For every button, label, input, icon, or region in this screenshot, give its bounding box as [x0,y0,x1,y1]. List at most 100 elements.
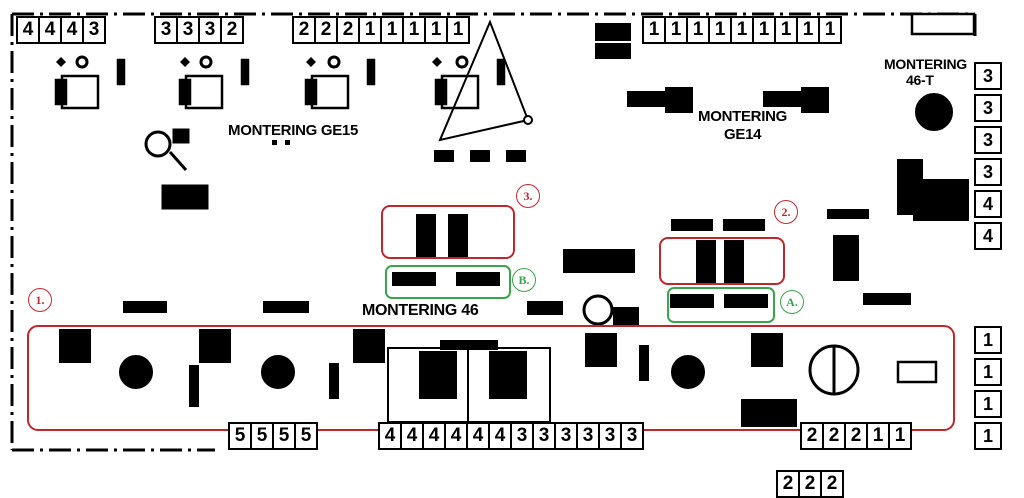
relay-k1 [54,58,126,110]
fuse-group-2 [696,240,744,284]
board-outline [10,12,977,452]
terminal-cell: 1 [730,16,754,44]
label-montering-ge14-line1: MONTERING [698,108,787,125]
relay-k4 [434,58,506,110]
terminal-cell: 2 [800,422,824,450]
terminal-cell: 1 [708,16,732,44]
label-montering-46: MONTERING 46 [362,302,479,319]
terminal-strip-right-lower: 1 1 1 1 [974,326,1002,454]
terminal-cell: 4 [466,422,490,450]
terminal-cell: 1 [974,358,1002,386]
region-3 [381,205,515,259]
terminal-cell: 2 [844,422,868,450]
callout-b: B. [512,268,536,292]
terminal-cell: 4 [16,16,40,44]
terminal-cell: 2 [336,16,360,44]
terminal-cell: 3 [974,126,1002,154]
terminal-cell: 1 [974,422,1002,450]
terminal-cell: 5 [272,422,296,450]
terminal-cell: 4 [974,222,1002,250]
terminal-cell: 1 [974,390,1002,418]
terminal-cell: 3 [82,16,106,44]
terminal-cell: 1 [888,422,912,450]
region-B [385,265,511,299]
callout-1: 1. [28,288,52,312]
mid-components [123,219,765,326]
terminal-cell: 1 [752,16,776,44]
terminal-cell: 1 [818,16,842,44]
terminal-strip-right-upper: 3 3 3 3 4 4 [974,62,1002,254]
fuse-group-A [670,294,768,308]
terminal-cell: 1 [686,16,710,44]
highlight-regions-green [385,265,775,323]
terminal-cell: 4 [422,422,446,450]
fuse-group-B [392,272,500,286]
terminal-cell: 2 [798,470,822,498]
callout-a: A. [780,290,804,314]
terminal-cell: 4 [38,16,62,44]
clamp-icons [75,55,469,69]
bottom-components [59,329,797,427]
terminal-cell: 3 [576,422,600,450]
terminal-cell: 3 [974,62,1002,90]
callout-3: 3. [516,184,540,208]
right-top-components [595,23,969,305]
terminal-cell: 5 [294,422,318,450]
terminal-cell: 4 [488,422,512,450]
relay-k3 [304,58,376,110]
terminal-cell: 3 [154,16,178,44]
region-A [667,287,775,323]
terminal-cell: 4 [974,190,1002,218]
terminal-cell: 2 [822,422,846,450]
terminal-cell: 3 [620,422,644,450]
connector-row [434,150,526,162]
terminal-cell: 3 [532,422,556,450]
terminal-cell: 2 [820,470,844,498]
region-2 [659,237,785,285]
terminal-cell: 4 [378,422,402,450]
terminal-cell: 1 [446,16,470,44]
terminal-cell: 2 [220,16,244,44]
callout-2: 2. [774,200,798,224]
terminal-cell: 1 [380,16,404,44]
terminal-cell: 3 [554,422,578,450]
terminal-cell: 3 [598,422,622,450]
terminal-cell: 1 [402,16,426,44]
terminal-cell: 4 [444,422,468,450]
terminal-cell: 1 [424,16,448,44]
terminal-cell: 5 [228,422,252,450]
terminal-cell: 1 [774,16,798,44]
terminal-cell: 3 [974,158,1002,186]
terminal-cell: 1 [866,422,890,450]
label-montering-46t-line1: MONTERING [884,56,967,72]
relay-k2 [178,58,250,110]
terminal-cell: 1 [664,16,688,44]
terminal-cell: 1 [974,326,1002,354]
terminal-cell: 3 [974,94,1002,122]
terminal-cell: 1 [796,16,820,44]
terminal-cell: 2 [292,16,316,44]
terminal-cell: 3 [510,422,534,450]
sensor-component [144,128,209,210]
label-montering-ge15: MONTERING GE15 [228,122,358,139]
wire-loop [438,19,530,142]
terminal-cell: 3 [176,16,200,44]
label-montering-ge14-line2: GE14 [724,126,762,143]
fuse-group-3 [416,214,468,258]
terminal-cell: 2 [314,16,338,44]
terminal-cell: 4 [60,16,84,44]
terminal-cell: 2 [776,470,800,498]
diamond-markers [56,57,442,67]
terminal-cell: 1 [358,16,382,44]
terminal-cell: 4 [400,422,424,450]
